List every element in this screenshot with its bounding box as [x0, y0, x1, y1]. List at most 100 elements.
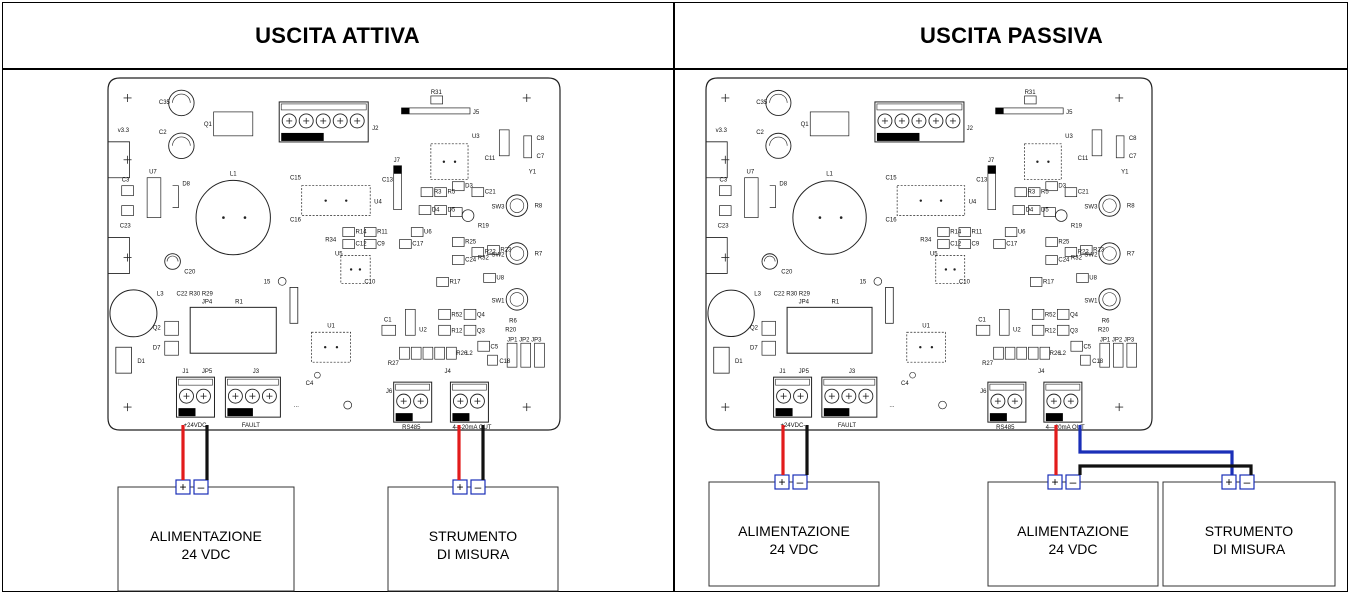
label-r17: R17 [1043, 279, 1055, 285]
pad-row [446, 346, 457, 360]
label-c17: C17 [1006, 242, 1018, 248]
terminal-j6-rs485 [987, 381, 1027, 423]
ic-u4-dot [345, 199, 348, 202]
switch-sw3-inner [1102, 198, 1117, 213]
ic-u1-dot [919, 346, 922, 349]
label-u1: U1 [327, 323, 335, 329]
ic-u3-dot [1036, 160, 1039, 163]
smd-q2 [761, 320, 776, 336]
smd-d5 [1028, 205, 1041, 215]
inductor-l3 [707, 289, 755, 338]
terminal-j2-screw [945, 113, 961, 129]
inductor-l1-pin [243, 216, 247, 219]
label-d4: D4 [432, 208, 440, 214]
instrument-passive-terminal-plus-label: + [1225, 475, 1232, 489]
label-r32: R32 [1071, 255, 1083, 261]
cap-c23 [719, 205, 732, 216]
ic-u4-dot [919, 199, 922, 202]
ic-u4 [896, 185, 966, 216]
label-c1: C1 [384, 317, 392, 323]
terminal-j2-screw [877, 113, 893, 129]
power-supply-active-line2: 24 VDC [181, 546, 230, 562]
terminal-j6-rs485-top [989, 383, 1025, 391]
diode-d8 [172, 185, 179, 208]
label-jp4: JP4 [799, 299, 810, 305]
terminal-j1-power-screw [179, 388, 194, 404]
test-point-bottom [343, 400, 352, 410]
smd-r12 [1031, 324, 1045, 336]
header-u7 [146, 177, 162, 218]
instrument-active-line1: STRUMENTO [429, 528, 518, 544]
terminal-j2-screw [315, 113, 331, 129]
pcb-version: v3.3 [716, 128, 728, 134]
power-supply-active-terminal-minus-label: – [198, 480, 205, 494]
label-c18: C18 [499, 359, 511, 365]
smd-d5 [434, 205, 447, 215]
label-u4: U4 [374, 200, 382, 206]
switch-sw3-inner [509, 198, 525, 213]
label-u7: U7 [149, 170, 157, 176]
power-supply-active-line1: ALIMENTAZIONE [150, 528, 262, 544]
cap-c23 [121, 205, 134, 216]
terminal-j3-fault-screw [858, 388, 874, 404]
label-r7: R7 [1127, 251, 1135, 257]
power-supply-active-terminal-minus [193, 479, 209, 495]
switch-sw1 [1098, 288, 1121, 311]
jumper-jp1 [1099, 342, 1110, 368]
label-c21: C21 [485, 190, 497, 196]
smd-r17 [1030, 277, 1043, 287]
cap-c35-arc [172, 93, 191, 103]
terminal-j1-power-screw [776, 388, 792, 404]
label-fault-connector: FAULT [242, 423, 261, 429]
label-r20: R20 [505, 327, 517, 333]
cap-c3 [719, 185, 732, 197]
ic-u5-dot [944, 268, 948, 271]
label-c9: C9 [377, 242, 385, 248]
label-c9: C9 [972, 242, 980, 248]
power-supply-passive-main-terminal-minus-label: – [797, 475, 804, 489]
smd-c24 [452, 255, 465, 265]
pcb-version: v3.3 [118, 128, 130, 134]
label-r1: R1 [235, 299, 243, 305]
smd-q4 [463, 308, 477, 320]
label-q2: Q2 [153, 325, 162, 331]
label-u6: U6 [1018, 230, 1026, 236]
terminal-j1-power-top [178, 378, 213, 386]
smd-d4 [1012, 205, 1025, 215]
terminal-j1-power-black-band [775, 408, 793, 417]
wire-passive-loop-return [1078, 464, 1253, 475]
side-block [706, 237, 728, 274]
label-c4: C4 [901, 381, 909, 387]
smd-d7 [164, 340, 179, 356]
label-c7: C7 [1129, 154, 1137, 160]
test-point-15 [873, 277, 883, 286]
resistor-r1b [885, 287, 894, 324]
terminal-j6-rs485-black-band [989, 413, 1007, 422]
cap-c20-arc [166, 255, 179, 262]
cap-c20-arc [764, 255, 776, 262]
res-r31 [430, 95, 443, 105]
terminal-j2-screw [298, 113, 314, 129]
power-supply-passive-loop-terminal-minus [1065, 474, 1081, 490]
jumper-jp1 [506, 342, 518, 368]
header-j5-pin1 [995, 107, 1004, 114]
dots: ... [889, 403, 894, 409]
test-point-bottom [938, 400, 947, 410]
power-supply-passive-loop-line2: 24 VDC [1048, 541, 1097, 557]
label-r14: R14 [356, 230, 368, 236]
label-c23: C23 [120, 224, 132, 230]
ic-u5-dot [349, 268, 353, 271]
label-c2: C2 [756, 130, 764, 136]
label-j5: J5 [473, 110, 480, 116]
label-d5: D5 [448, 208, 456, 214]
switch-sw2-inner [1102, 246, 1117, 261]
smd-d4 [418, 205, 432, 215]
power-supply-passive-loop-terminal-minus-label: – [1070, 475, 1077, 489]
power-supply-active-terminal-plus-label: + [179, 480, 186, 494]
terminal-j4-output-screw [469, 393, 485, 409]
terminal-j3-fault-screw [261, 388, 277, 404]
side-block [706, 141, 728, 179]
jumper-jp2 [520, 342, 531, 368]
label-j4: J4 [445, 369, 452, 375]
